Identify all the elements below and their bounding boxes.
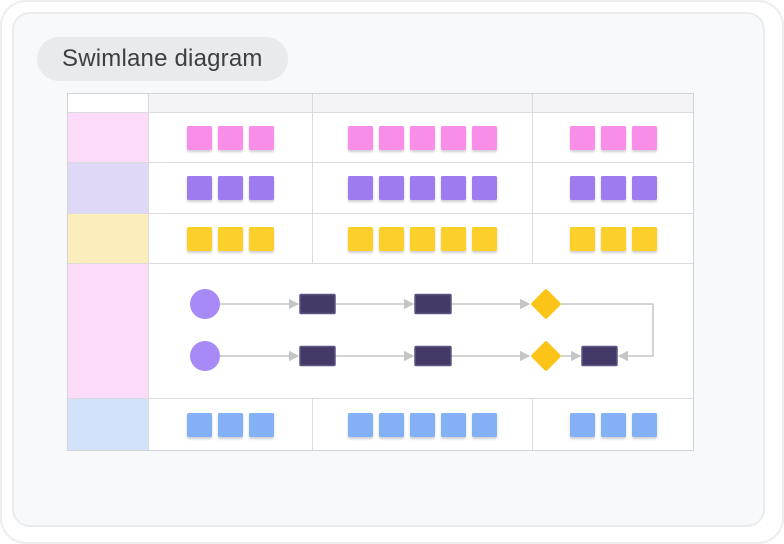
lane-yellow-cell-2 bbox=[313, 214, 533, 263]
header-cell-1 bbox=[149, 94, 313, 112]
start-node-1 bbox=[190, 288, 220, 319]
purple-square bbox=[569, 176, 595, 200]
pink-square bbox=[441, 125, 466, 150]
pink-square bbox=[569, 125, 595, 150]
purple-square bbox=[187, 176, 212, 200]
lane-pink-cell-2 bbox=[313, 113, 533, 162]
lane-purple-cell-3 bbox=[533, 163, 693, 213]
lane-blue-cell-2 bbox=[313, 399, 533, 450]
purple-square bbox=[379, 176, 404, 200]
yellow-square bbox=[187, 226, 212, 251]
purple-square bbox=[348, 176, 373, 200]
edge-decision1-loop bbox=[561, 302, 654, 361]
yellow-square bbox=[441, 226, 466, 251]
yellow-square bbox=[472, 226, 497, 251]
task-node-1a bbox=[299, 293, 336, 314]
blue-square bbox=[631, 412, 657, 437]
purple-square bbox=[410, 176, 435, 200]
lane-blue-cell-3 bbox=[533, 399, 693, 450]
yellow-square bbox=[379, 226, 404, 251]
purple-square bbox=[472, 176, 497, 200]
lane-label-blue bbox=[68, 399, 149, 450]
yellow-square bbox=[218, 226, 243, 251]
pink-square bbox=[631, 125, 657, 150]
blue-square bbox=[410, 412, 435, 437]
purple-square bbox=[218, 176, 243, 200]
blue-square bbox=[379, 412, 404, 437]
pink-square bbox=[187, 125, 212, 150]
decision-node-2 bbox=[531, 340, 561, 371]
purple-square bbox=[441, 176, 466, 200]
lane-blue-cell-1 bbox=[149, 399, 313, 450]
yellow-square bbox=[600, 226, 626, 251]
lane-row-pink bbox=[68, 113, 693, 163]
pink-square bbox=[379, 125, 404, 150]
header-cell-2 bbox=[313, 94, 533, 112]
blue-square bbox=[441, 412, 466, 437]
pink-square bbox=[600, 125, 626, 150]
yellow-square bbox=[631, 226, 657, 251]
task-node-2a bbox=[299, 345, 336, 366]
header-corner-cell bbox=[68, 94, 149, 112]
blue-square bbox=[569, 412, 595, 437]
blue-square bbox=[187, 412, 212, 437]
swimlane-lanes bbox=[68, 113, 693, 450]
lane-purple-cell-1 bbox=[149, 163, 313, 213]
pink-square bbox=[472, 125, 497, 150]
pink-square bbox=[410, 125, 435, 150]
pink-square bbox=[218, 125, 243, 150]
task-node-2b bbox=[414, 345, 452, 366]
lane-row-yellow bbox=[68, 214, 693, 264]
lane-pink-cell-1 bbox=[149, 113, 313, 162]
pink-square bbox=[348, 125, 373, 150]
purple-square bbox=[631, 176, 657, 200]
decision-node-1 bbox=[531, 288, 561, 319]
lane-yellow-cell-1 bbox=[149, 214, 313, 263]
purple-square bbox=[249, 176, 274, 200]
blue-square bbox=[348, 412, 373, 437]
blue-square bbox=[249, 412, 274, 437]
title-pill-label: Swimlane diagram bbox=[62, 45, 263, 72]
lane-yellow-cell-3 bbox=[533, 214, 693, 263]
lane-row-process bbox=[68, 264, 693, 399]
lane-purple-cell-2 bbox=[313, 163, 533, 213]
title-pill: Swimlane diagram bbox=[37, 37, 288, 81]
blue-square bbox=[472, 412, 497, 437]
start-node-2 bbox=[190, 340, 220, 371]
lane-label-purple bbox=[68, 163, 149, 213]
blue-square bbox=[218, 412, 243, 437]
blue-square bbox=[600, 412, 626, 437]
lane-label-pink bbox=[68, 113, 149, 162]
task-node-1b bbox=[414, 293, 452, 314]
lane-label-yellow bbox=[68, 214, 149, 263]
table-header-row bbox=[68, 94, 693, 113]
yellow-square bbox=[249, 226, 274, 251]
lane-pink-cell-3 bbox=[533, 113, 693, 162]
yellow-square bbox=[410, 226, 435, 251]
header-cell-3 bbox=[533, 94, 693, 112]
pink-square bbox=[249, 125, 274, 150]
process-flow-cell bbox=[149, 264, 693, 398]
lane-row-purple bbox=[68, 163, 693, 214]
task-node-2c bbox=[581, 345, 618, 366]
process-flowchart bbox=[190, 288, 654, 371]
purple-square bbox=[600, 176, 626, 200]
yellow-square bbox=[348, 226, 373, 251]
lane-label-process bbox=[68, 264, 149, 398]
swimlane-table bbox=[67, 93, 694, 451]
yellow-square bbox=[569, 226, 595, 251]
lane-row-blue bbox=[68, 399, 693, 450]
